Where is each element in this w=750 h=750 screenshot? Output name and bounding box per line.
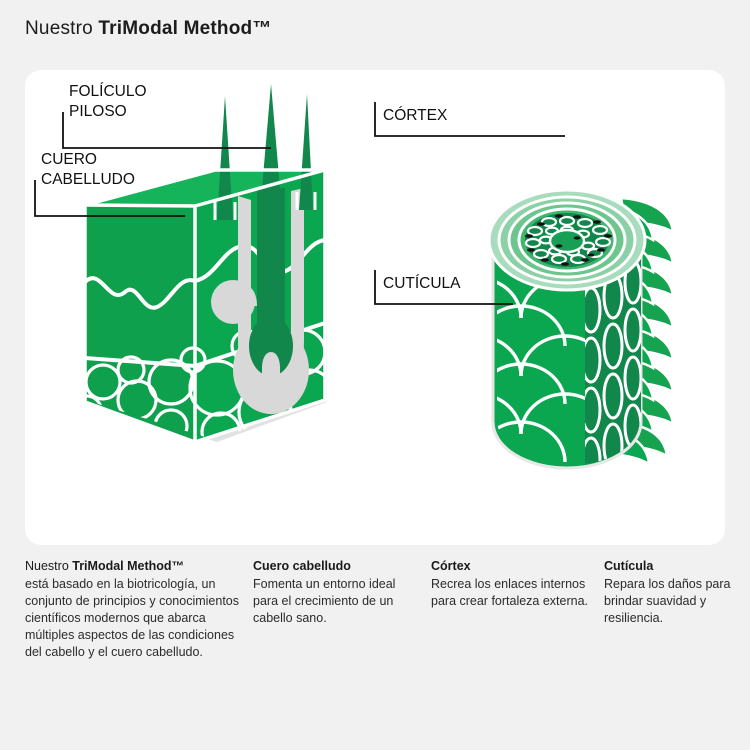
page-title: Nuestro TriModal Method™ — [25, 18, 272, 40]
caption-cortex-body: Recrea los enlaces internos para crear f… — [431, 577, 589, 608]
caption-cuticula-body: Repara los daños para brindar suavidad y… — [604, 577, 731, 625]
page-title-plain: Nuestro — [25, 18, 99, 39]
caption-cuero-cabelludo: Cuero cabelludo Fomenta un entorno ideal… — [253, 558, 418, 627]
page-title-strong: TriModal Method™ — [98, 18, 272, 39]
caption-cuero-cabelludo-head: Cuero cabelludo — [253, 559, 351, 573]
caption-cortex: Córtex Recrea los enlaces internos para … — [431, 558, 591, 610]
caption-trimodal-head-strong: TriModal Method™ — [72, 559, 185, 573]
caption-trimodal-body: está basado en la biotricología, un conj… — [25, 577, 240, 659]
caption-columns: Nuestro TriModal Method™ está basado en … — [0, 558, 750, 748]
hair-shaft-figure — [487, 188, 675, 470]
medulla — [548, 228, 586, 254]
diagram-label-texts: FOLÍCULO PILOSO CUERO CABELLUDO CÓRTEX C… — [41, 83, 461, 292]
caption-trimodal-head-plain: Nuestro — [25, 559, 73, 573]
label-cuero-cabelludo-line1: CUERO — [41, 151, 97, 168]
caption-trimodal-head: Nuestro TriModal Method™ — [25, 558, 240, 575]
epidermis-wave-left — [83, 276, 196, 310]
label-foliculo-piloso-line1: FOLÍCULO — [69, 83, 147, 100]
caption-cuero-cabelludo-body: Fomenta un entorno ideal para el crecimi… — [253, 577, 396, 625]
leader-lines — [34, 102, 565, 305]
label-cuticula: CUTÍCULA — [383, 275, 461, 292]
illustration-card: FOLÍCULO PILOSO CUERO CABELLUDO CÓRTEX C… — [25, 70, 725, 545]
hair-root — [249, 188, 293, 376]
melanin-dots — [525, 214, 612, 266]
label-cuero-cabelludo-line2: CABELLUDO — [41, 171, 135, 188]
scalp-follicle-figure — [83, 84, 327, 444]
label-cortex: CÓRTEX — [383, 107, 448, 124]
caption-cuticula: Cutícula Repara los daños para brindar s… — [604, 558, 734, 627]
caption-cuticula-head: Cutícula — [604, 559, 654, 573]
label-foliculo-piloso-line2: PILOSO — [69, 103, 127, 120]
caption-cortex-head: Córtex — [431, 559, 471, 573]
caption-trimodal: Nuestro TriModal Method™ está basado en … — [25, 558, 240, 661]
trimodal-diagram: FOLÍCULO PILOSO CUERO CABELLUDO CÓRTEX C… — [34, 83, 675, 470]
